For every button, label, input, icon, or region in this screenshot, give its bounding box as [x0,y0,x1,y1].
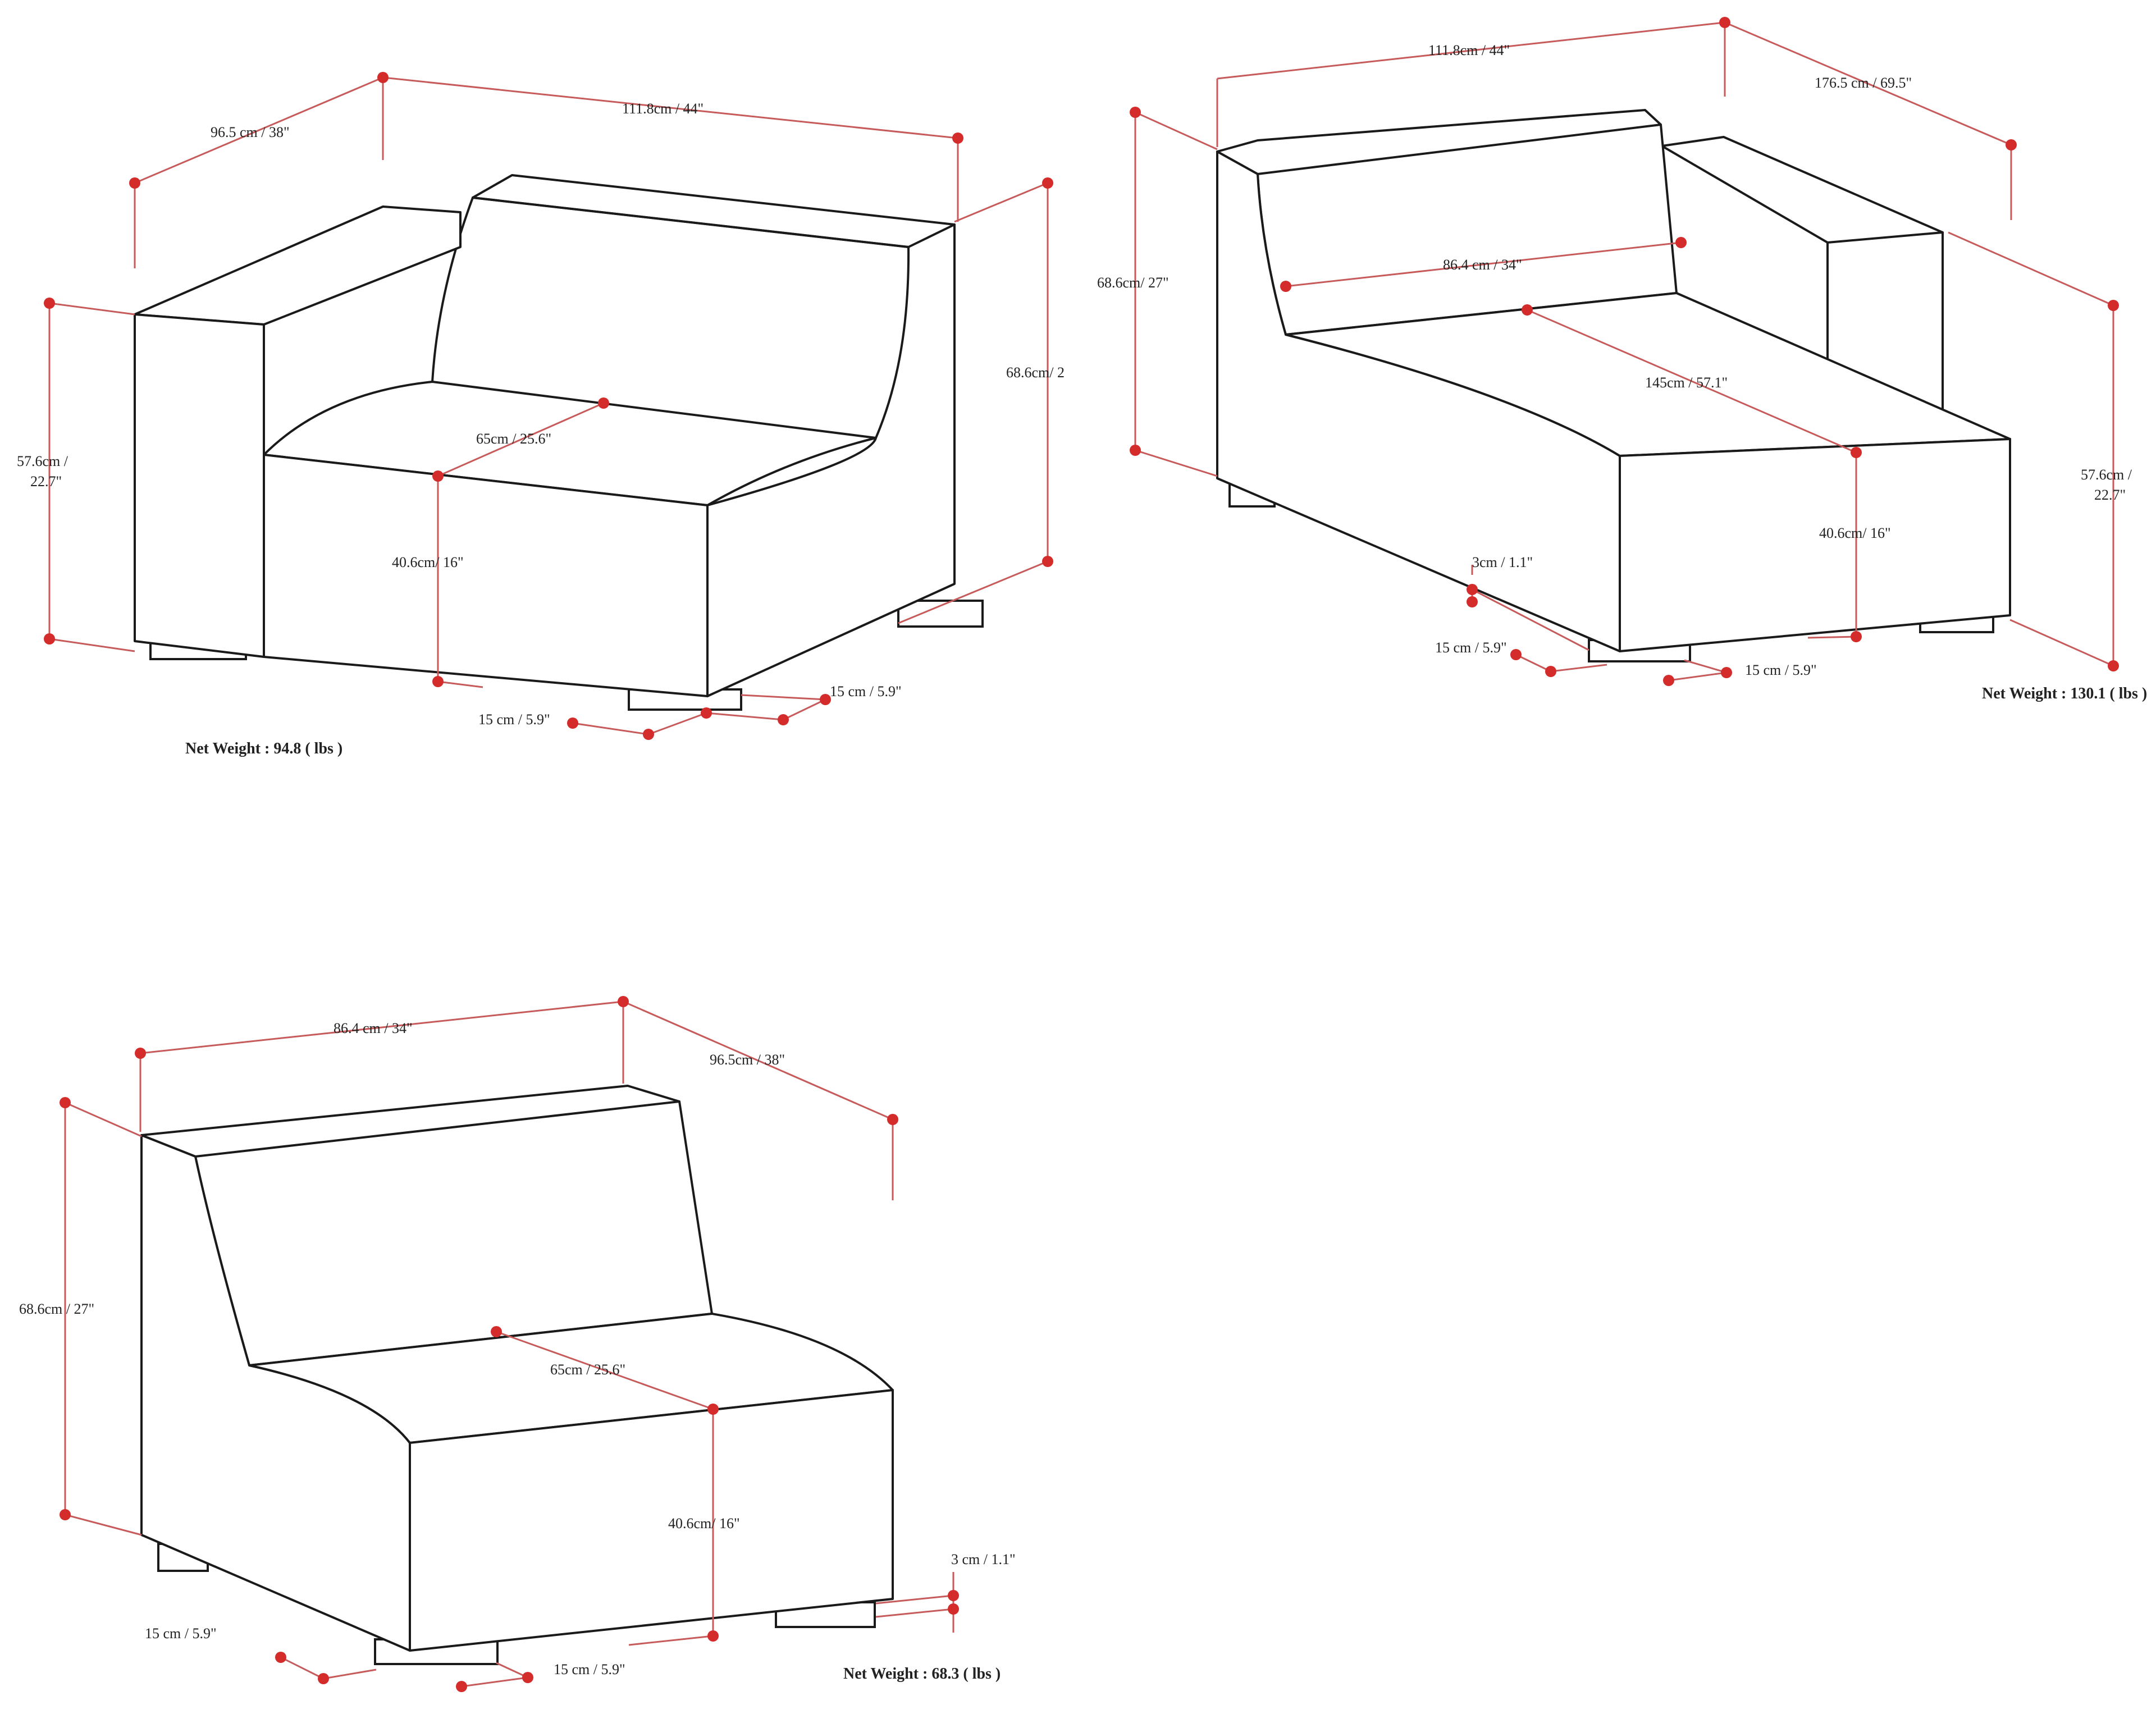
armchair-arm-front [134,313,265,658]
chaise-arm-height-ext-bottom [2009,619,2114,667]
chaise-leg-height-label: 3cm / 1.1" [1472,554,1533,570]
armchair-backrest-corner [907,223,956,248]
armchair-backrest [472,174,956,697]
armchair-depth-label: 96.5 cm / 38" [211,124,290,140]
armchair-seat-front [263,454,709,697]
armless-leg-height-ext-bottom [875,1608,954,1618]
chaise-seat-top [1285,292,2011,457]
armless-depth-dim [623,1000,893,1121]
chaise-back-width-dim [1285,241,1682,287]
armchair-leg-side-dim-b [783,698,826,721]
armless-net-weight: Net Weight : 68.3 ( lbs ) [843,1665,1001,1683]
armchair-backrest-top-edge [472,196,910,248]
armless-width-label: 86.4 cm / 34" [334,1020,413,1036]
chaise-leg-left-label: 15 cm / 5.9" [1435,639,1507,656]
armchair-backrest-left-edge [431,196,474,383]
armchair-dimension-markers [44,72,1053,740]
armless-leg-left-dim-a [280,1656,324,1680]
armchair-seat-height-ext [437,680,483,688]
chaise-length-label: 176.5 cm / 69.5" [1815,75,1912,91]
armless-height-ext-top [65,1101,142,1137]
chaise-height-ext-bottom [1135,449,1218,477]
chaise-back-width-label: 86.4 cm / 34" [1443,257,1522,273]
chaise-drawing: 111.8cm / 44" 176.5 cm / 69.5" 68.6cm/ 2… [1097,17,2147,702]
armchair-seat-height-label: 40.6cm/ 16" [392,554,464,570]
chaise-leg-left-dim-a [1515,653,1551,673]
armless-height-label: 68.6cm / 27" [19,1301,94,1317]
armless-leg-height-label: 3 cm / 1.1" [951,1551,1016,1567]
chaise-height-ext-top [1135,111,1218,150]
chaise-leg-left-dim-b [1550,664,1607,673]
armless-dimension-markers [60,996,959,1692]
armless-seat-height-ext [628,1635,714,1646]
armless-seat-front [409,1389,894,1652]
chaise-leg-height-ext-a [1472,588,1589,651]
armchair-leg-side-label: 15 cm / 5.9" [830,683,902,700]
armchair-leg-front-dim-a [572,722,649,735]
chaise-seat-height-ext [1807,636,1857,639]
armchair-width-dim [382,76,958,139]
armless-seat-height-label: 40.6cm/ 16" [668,1515,740,1532]
chaise-arm-top-edge [1826,231,1944,244]
chaise-seat-length-dim [1527,309,1857,454]
armchair-drawing: 111.8cm / 44" 96.5 cm / 38" 68.6cm/ 2 57… [17,72,1065,757]
armless-seat-depth-dim [496,1331,714,1410]
chaise-net-weight: Net Weight : 130.1 ( lbs ) [1982,685,2147,702]
chaise-leg-right-label: 15 cm / 5.9" [1745,662,1817,678]
chaise-arm-height-ext-top [1948,231,2114,307]
armchair-leg-front-label: 15 cm / 5.9" [478,711,550,728]
chaise-leg-right-dim-a [1668,671,1727,682]
armchair-width-label: 111.8cm / 44" [622,100,704,117]
armless-depth-label: 96.5cm / 38" [710,1052,785,1068]
armless-leg-right-label: 15 cm / 5.9" [554,1661,625,1678]
armchair-arm-height-ext-bottom [49,638,135,652]
armless-height-ext-bottom [65,1514,142,1536]
armchair-leg-front-dim-b [648,712,707,735]
armless-backrest-top-edge [194,1100,680,1158]
armchair-arm-height-ext-top [49,302,135,316]
armless-leg-right-dim-a [461,1676,528,1688]
armchair-seat-depth-label: 65cm / 25.6" [476,431,551,447]
armchair-net-weight: Net Weight : 94.8 ( lbs ) [185,740,342,757]
armchair-arm-top [134,205,462,326]
armchair-leg-side-dim-a [706,712,784,721]
armless-drawing: 86.4 cm / 34" 96.5cm / 38" 68.6cm / 27" … [19,996,1016,1692]
armchair-depth-dim [134,76,383,184]
armless-width-dim [140,1000,624,1054]
armless-leg-height-ext-top [875,1594,954,1605]
chaise-width-label: 111.8cm / 44" [1428,42,1510,58]
armless-leg-left-dim-b [323,1669,377,1680]
chaise-height-label: 68.6cm/ 27" [1097,275,1169,291]
chaise-arm-height-label-1: 57.6cm / [2081,467,2132,483]
chaise-seat-height-label: 40.6cm/ 16" [1819,525,1891,541]
armchair-arm-height-label-1: 57.6cm / [17,453,68,469]
armchair-leg-side-ext [741,694,826,701]
armless-leg-right-dim-b [496,1662,528,1679]
armless-leg-left-label: 15 cm / 5.9" [145,1625,217,1642]
armchair-arm-height-label-2: 22.7" [30,473,62,490]
chaise-seat-length-label: 145cm / 57.1" [1645,374,1728,391]
armless-seat-depth-label: 65cm / 25.6" [550,1361,625,1378]
armchair-seat-depth-dim [437,402,604,477]
chaise-dimension-markers [1130,17,2119,686]
armchair-height-ext-top [954,182,1048,223]
chaise-leg-right-dim-b [1684,659,1727,674]
armchair-height-label: 68.6cm/ 2 [1006,364,1065,381]
chaise-length-dim [1724,21,2012,146]
chaise-arm-height-label-2: 22.7" [2094,487,2126,503]
chaise-backrest-top-edge [1257,124,1662,175]
armchair-seat-top [263,381,877,506]
chaise-seat-front [1619,438,2011,652]
armchair-height-ext-bottom [898,560,1048,624]
chaise-width-dim [1217,21,1725,80]
